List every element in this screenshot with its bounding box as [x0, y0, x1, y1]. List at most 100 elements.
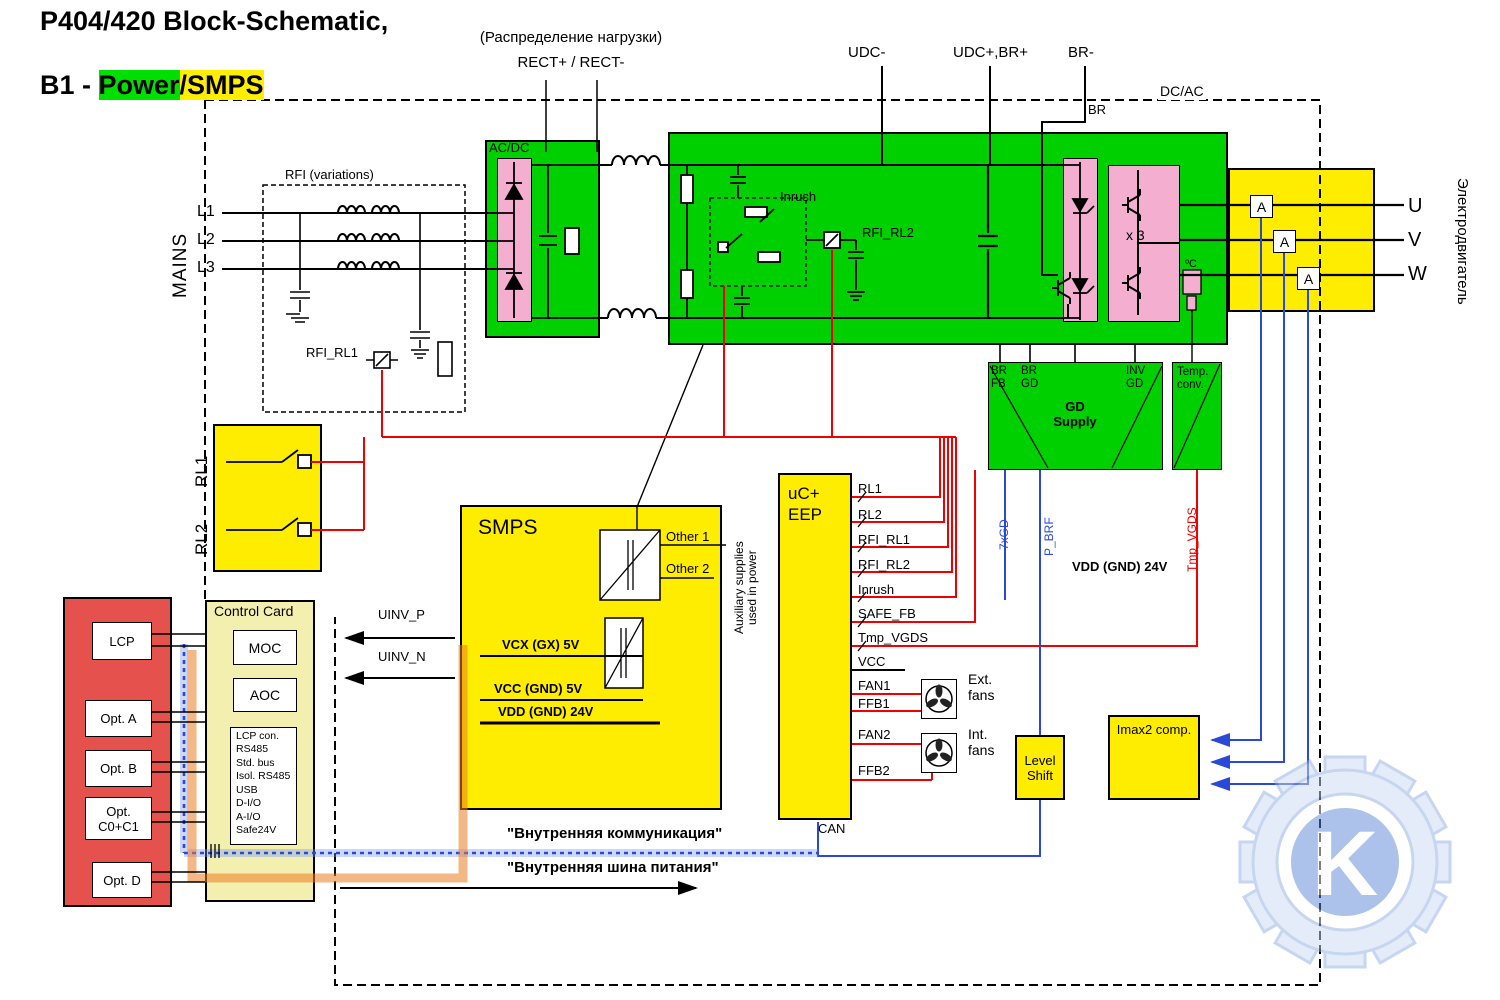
motor-name-label: Электродвигатель [1454, 178, 1471, 305]
relay-rl1-rl2-block [213, 424, 322, 572]
vdd-label: VDD (GND) 24V [498, 704, 594, 719]
module-border [204, 99, 1321, 986]
ext-fan-box [921, 679, 957, 719]
phase-v-label: V [1408, 229, 1422, 251]
uc-signal-rl1: RL1 [858, 481, 882, 496]
card-pins [210, 844, 220, 858]
comm-bus [180, 644, 818, 857]
udc-plus-label: UDC+,BR+ [953, 44, 1029, 61]
option-links [152, 633, 205, 883]
mains-l1: L1 [197, 203, 215, 220]
title-smps-highlight: /SMPS [179, 70, 264, 101]
smps-internals [480, 344, 726, 725]
aux-supplies-label: Auxiliary supplies used in power [732, 541, 760, 634]
uc-signal-safe-fb: SAFE_FB [858, 606, 916, 621]
uc-signal-vcc: VCC [858, 654, 886, 669]
can-label: CAN [818, 821, 846, 836]
uc-eep-label: uC+ EEP [788, 484, 823, 525]
gd-br-gd-label: BR GD [1021, 365, 1039, 390]
red-control-wires [311, 250, 1198, 781]
mains-l3: L3 [197, 259, 215, 276]
rect-label: RECT+ / RECT- [517, 54, 625, 71]
uc-eep-block: uC+ EEP [778, 473, 852, 820]
phase-w-label: W [1408, 263, 1427, 285]
br-label: BR [1088, 102, 1107, 117]
uc-signal-ffb2: FFB2 [858, 763, 890, 778]
other2-label: Other 2 [666, 561, 710, 576]
io-box: LCP con. RS485 Std. bus Isol. RS485 USB … [230, 727, 297, 845]
mains-label: MAINS [170, 232, 191, 298]
imax2-block: Imax2 comp. [1108, 715, 1200, 800]
internal-comm-label: "Внутренняя коммуникация" [505, 825, 725, 843]
temp-conv-block [1172, 362, 1222, 470]
power-bus-highlight [187, 645, 468, 883]
uc-signal-rfi-rl2: RFI_RL2 [858, 557, 911, 572]
mains-l2: L2 [197, 231, 215, 248]
int-fan-box [921, 733, 957, 773]
current-sensor-a2: A [1273, 230, 1296, 253]
temp-c-label: ºC [1185, 258, 1197, 270]
other1-label: Other 1 [666, 529, 710, 544]
opt-d-box: Opt. D [92, 862, 152, 898]
smps-label: SMPS [478, 516, 538, 539]
lcp-box: LCP [92, 622, 152, 660]
vcc-label: VCC (GND) 5V [494, 681, 583, 696]
uc-signal-inrush: Inrush [858, 582, 895, 597]
gd7x-bus-label: 7xGD [997, 519, 1011, 550]
uinv-arrows [344, 631, 455, 685]
acdc-label: AC/DC [489, 140, 530, 155]
uc-signal-tmp-vgds: Tmp_VGDS [858, 630, 929, 645]
io-list: LCP con. RS485 Std. bus Isol. RS485 USB … [236, 730, 291, 837]
internal-power-bus-label: "Внутренняя шина питания" [505, 859, 721, 877]
gd-supply-label: GD Supply [1053, 399, 1097, 429]
phase-u-label: U [1408, 195, 1423, 217]
gd-inv-gd-label: INV GD [1126, 365, 1146, 390]
int-fans-label: Int. fans [968, 726, 995, 758]
relay-internals [226, 449, 312, 537]
uinv-p-label: UINV_P [378, 607, 425, 622]
title-b1-prefix: B1 - [40, 70, 99, 101]
temp-conv-label: Temp. conv. [1177, 366, 1209, 391]
uc-signal-fan2: FAN2 [858, 727, 891, 742]
rfi-rl1-label: RFI_RL1 [306, 345, 359, 360]
rfi-rl2-label: RFI_RL2 [862, 225, 915, 240]
uc-signal-rfi-rl1: RFI_RL1 [858, 532, 911, 547]
pbrf-bus-label: P_BRF [1042, 517, 1056, 556]
power-stage-internals [668, 162, 1202, 362]
title-power-highlight: Power [98, 70, 180, 101]
level-shift-block: Level Shift [1015, 735, 1065, 800]
vcx-label: VCX (GX) 5V [502, 637, 580, 652]
load-distribution-label: (Распределение нагрузки) [479, 29, 663, 46]
uc-signal-fan1: FAN1 [858, 678, 891, 693]
fan-icon [925, 684, 953, 713]
moc-box: MOC [233, 630, 297, 665]
signal-ticks [857, 491, 867, 652]
x3-label: x 3 [1126, 227, 1145, 243]
page-title-line2: B1 - Power/SMPS [40, 40, 264, 101]
br-minus-label: BR- [1068, 44, 1094, 61]
rfi-components [286, 213, 453, 377]
uc-signal-rl2: RL2 [858, 507, 882, 522]
dc-link-wires [545, 66, 1086, 319]
gd-links [989, 345, 1221, 469]
opt-b-box: Opt. B [85, 750, 152, 787]
ext-fans-label: Ext. fans [968, 671, 995, 703]
tmp-vgds-bus-label: Tmp_VGDS [1185, 507, 1199, 572]
control-card-label: Control Card [214, 603, 294, 619]
imax2-label: Imax2 comp. [1116, 722, 1192, 737]
inrush-label: Inrush [780, 189, 817, 204]
uc-signal-ffb1: FFB1 [858, 696, 890, 711]
opt-c0c1-box: Opt. C0+C1 [85, 797, 152, 840]
dcac-label: DC/AC [1158, 83, 1206, 100]
aoc-box: AOC [233, 678, 297, 712]
smps-block [460, 505, 722, 810]
fan-icon [925, 738, 953, 767]
rfi-variations-label: RFI (variations) [283, 167, 376, 183]
vdd24-bus-label: VDD (GND) 24V [1072, 559, 1168, 574]
current-sensor-a1: A [1250, 195, 1273, 218]
rl2-label: RL2 [192, 523, 211, 555]
gd-supply-block [988, 362, 1163, 470]
mains-wires [222, 205, 497, 270]
